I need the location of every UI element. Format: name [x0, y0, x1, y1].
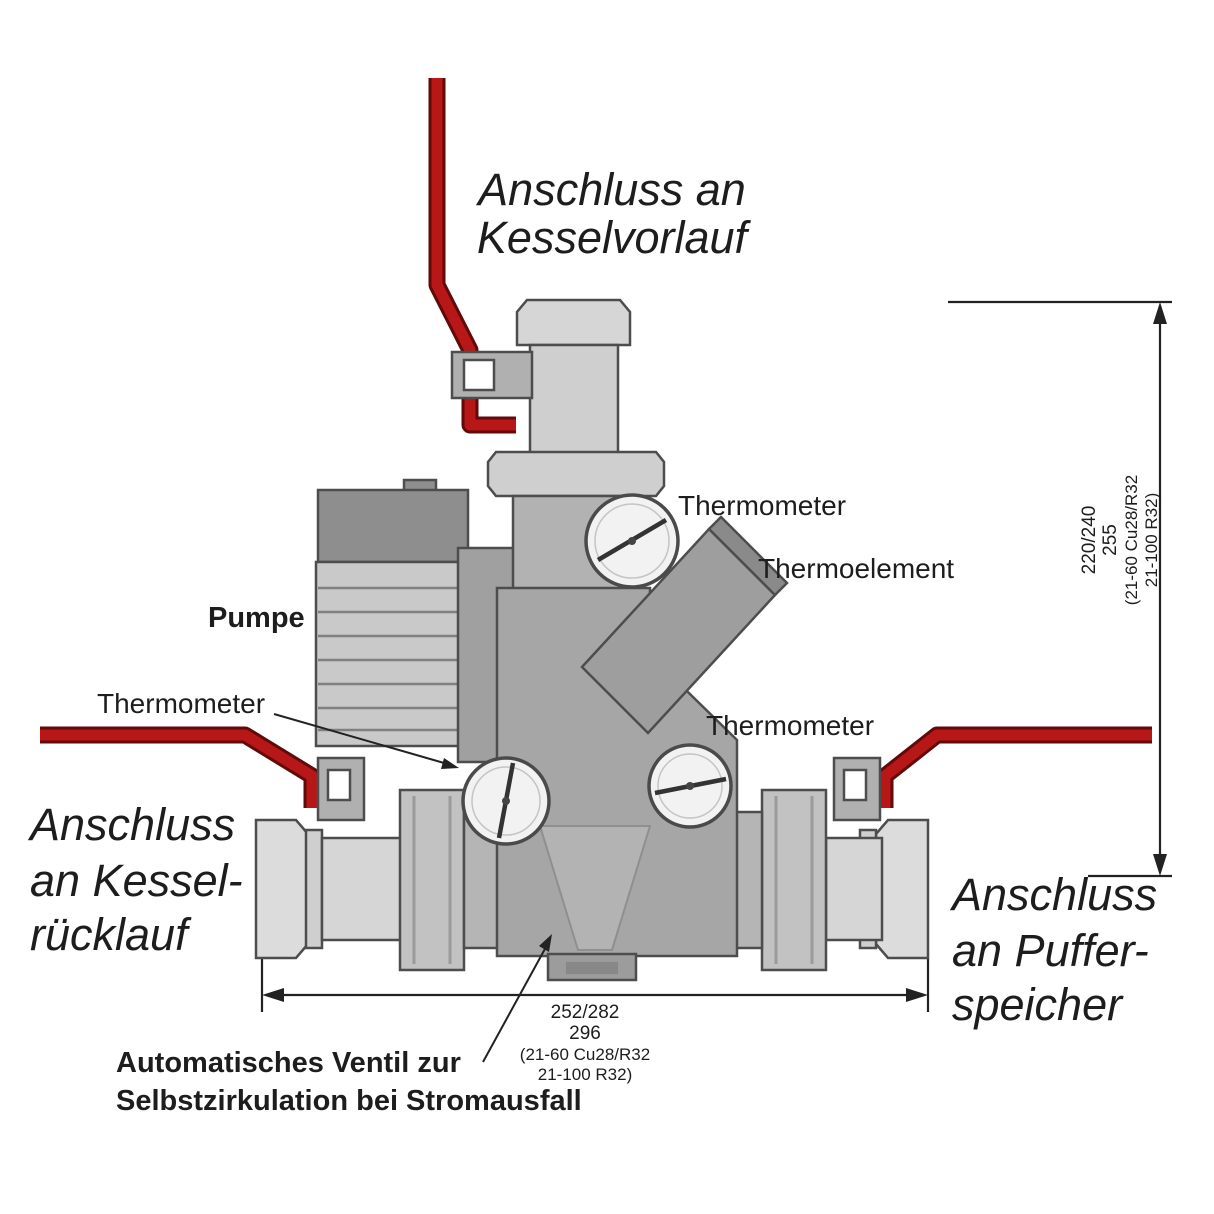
right-union-nut-lines: [774, 796, 814, 964]
top-port-body: [528, 343, 620, 455]
right-end-flange: [874, 818, 930, 960]
thermometer-gauge-left: [461, 756, 551, 846]
dimension-height-l1: 220/240: [1079, 506, 1100, 575]
annotation-arrows: [273, 713, 552, 1063]
label-kesselvorlauf-line1: Anschluss an: [475, 164, 746, 215]
left-end-flange: [254, 818, 310, 960]
left-union-nut: [398, 788, 466, 972]
label-thermoelement: Thermoelement: [758, 553, 954, 584]
top-fitting-window: [462, 358, 496, 392]
right-pipe-section: [824, 836, 884, 942]
label-puffer-line3: speicher: [952, 979, 1124, 1030]
pipe-pufferspeicher-fill: [879, 729, 1152, 808]
left-pipe-section: [320, 836, 404, 942]
left-union-nut-lines: [412, 796, 452, 964]
right-connection-assembly: [724, 788, 930, 972]
label-ruecklauf-line1: Anschluss: [27, 799, 235, 850]
gauge-top-ring: [594, 503, 670, 579]
gauge-top-pivot: [628, 537, 636, 545]
pump-fins-lines: [318, 586, 462, 732]
ventil-arrow-line: [482, 946, 547, 1063]
pipe-kesselruecklauf-fill: [40, 729, 318, 808]
label-kesselvorlauf-line2: Kesselvorlauf: [477, 212, 752, 263]
label-ventil-line1: Automatisches Ventil zur: [116, 1047, 461, 1079]
pipe-kesselvorlauf: [428, 78, 516, 434]
dimension-height-l4: 21-100 R32): [1142, 493, 1161, 588]
dimension-width-l2: 296: [569, 1023, 601, 1044]
right-fitting-window: [842, 768, 868, 802]
dimension-width-arrow-left: [262, 988, 284, 1002]
gauge-right-ring: [657, 753, 723, 819]
dimension-width-l3: (21-60 Cu28/R32: [520, 1045, 650, 1064]
left-connection-assembly: [254, 788, 502, 972]
thermoelement-branch-cap: [707, 515, 789, 597]
dimension-height-arrow-top: [1153, 302, 1167, 324]
left-fitting-window: [326, 768, 352, 802]
label-ruecklauf-line2: an Kessel-: [30, 855, 243, 906]
bottom-valve-plug-inner: [566, 962, 618, 974]
pipe-kesselvorlauf-fill: [431, 78, 516, 431]
dimension-height-l2: 255: [1100, 524, 1121, 556]
dimension-height-l3: (21-60 Cu28/R32: [1122, 475, 1141, 605]
pump: [314, 478, 522, 764]
gauge-right-pivot: [686, 782, 694, 790]
thermometer-left-arrow-head: [441, 758, 459, 769]
pipe-pufferspeicher: [876, 726, 1152, 808]
right-union-nut: [760, 788, 828, 972]
dimension-width-l1: 252/282: [551, 1002, 620, 1023]
pump-fin-body: [314, 560, 466, 748]
thermometer-gauge-right: [647, 743, 733, 829]
valve-seat-detail: [538, 825, 652, 951]
dimension-width-l4: 21-100 R32): [538, 1065, 633, 1084]
dimension-height-text: 220/240 255 (21-60 Cu28/R32 21-100 R32): [1079, 475, 1161, 605]
dimension-width-arrow-right: [906, 988, 928, 1002]
label-ventil-line2: Selbstzirkulation bei Stromausfall: [116, 1085, 582, 1117]
top-hex-nut: [486, 450, 666, 498]
pump-motor-cap: [316, 488, 470, 564]
gauge-left-ring: [471, 766, 541, 836]
thermometer-gauge-top: [584, 493, 680, 589]
gauge-left-pivot: [502, 797, 510, 805]
dimension-height: 220/240 255 (21-60 Cu28/R32 21-100 R32): [948, 300, 1172, 878]
label-thermometer-left: Thermometer: [97, 688, 265, 719]
valve-body: [486, 298, 789, 982]
labels: Anschluss an Kesselvorlauf Anschluss an …: [27, 164, 1157, 1117]
dimension-width: 252/282 296 (21-60 Cu28/R32 21-100 R32): [260, 958, 930, 1084]
pipe-kesselruecklauf: [40, 726, 321, 808]
label-thermometer-top: Thermometer: [678, 490, 846, 521]
ventil-arrow-head: [539, 934, 552, 952]
label-ruecklauf-line3: rücklauf: [30, 909, 192, 960]
label-puffer-line1: Anschluss: [949, 869, 1157, 920]
left-flange-ring: [304, 828, 324, 950]
top-port-cap: [515, 298, 632, 347]
label-thermometer-right: Thermometer: [706, 710, 874, 741]
label-pumpe: Pumpe: [208, 602, 305, 634]
thermometer-left-arrow-line: [273, 713, 445, 764]
fittings: [316, 350, 882, 822]
label-puffer-line2: an Puffer-: [952, 925, 1149, 976]
dimension-height-arrow-bottom: [1153, 854, 1167, 876]
